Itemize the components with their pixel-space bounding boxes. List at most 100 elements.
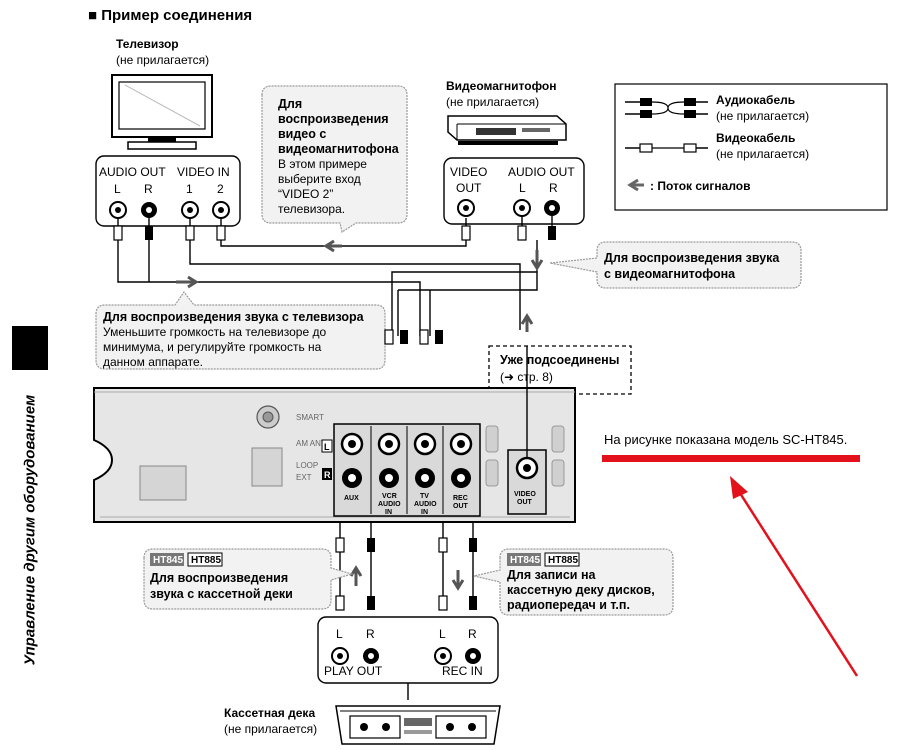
svg-text:HT885: HT885	[191, 555, 221, 566]
callout-tv-audio-body-3: данном аппарате.	[103, 355, 203, 369]
deck-terminal-panel: L R L R PLAY OUT REC IN	[317, 616, 499, 684]
tv-video-in-label: VIDEO IN	[177, 165, 230, 179]
panel-rec-label-1: REC	[453, 495, 468, 502]
already-connected-title: Уже подсоединены	[500, 353, 619, 367]
deck-icon	[335, 705, 501, 745]
deck-r2-label: R	[468, 627, 477, 641]
badge-ht885-play	[187, 552, 223, 567]
callout-vcr-video-body-2: выберите вход	[278, 172, 361, 186]
callout-vcr-audio: Для воспроизведения звука с видеомагнито…	[549, 241, 802, 289]
vcr-name: Видеомагнитофон	[446, 79, 557, 93]
panel-vcr-label-2: AUDIO	[378, 501, 401, 508]
tv-name: Телевизор	[116, 37, 179, 51]
callout-vcr-audio-line-2: с видеомагнитофона	[604, 267, 736, 281]
tv-l-label: L	[114, 182, 121, 196]
callout-deck-rec-line-3: радиопередач и т.п.	[507, 598, 630, 612]
legend-box: Аудиокабель (не прилагается) Видеокабель…	[614, 83, 888, 211]
jack-aux-l	[340, 432, 364, 456]
tv-note: (не прилагается)	[116, 53, 209, 67]
callout-deck-rec: HT845 HT885 Для записи на кассетную деку…	[473, 548, 674, 616]
badge-ht845-rec	[507, 553, 541, 566]
deck-play-out-label: PLAY OUT	[324, 664, 383, 678]
vcr-l-label: L	[519, 181, 526, 195]
deck-r1-label: R	[366, 627, 375, 641]
panel-tv-label-3: IN	[421, 509, 428, 516]
model-note: На рисунке показана модель SC-HT845.	[604, 432, 847, 447]
svg-text:SMART: SMART	[296, 413, 324, 422]
callout-vcr-video-title-1: Для	[278, 97, 302, 111]
tv-r-label: R	[144, 182, 153, 196]
legend-audio-note: (не прилагается)	[716, 109, 809, 123]
cable-plugs	[113, 225, 556, 611]
callout-vcr-audio-line-1: Для воспроизведения звука	[604, 251, 780, 265]
legend-video-note: (не прилагается)	[716, 147, 809, 161]
deck-l2-label: L	[439, 627, 446, 641]
svg-text:EXT: EXT	[296, 473, 312, 482]
svg-text:HT845: HT845	[153, 555, 183, 566]
deck-l1-label: L	[336, 627, 343, 641]
svg-text:HT885: HT885	[548, 555, 578, 566]
panel-vcr-label-3: IN	[385, 509, 392, 516]
vcr-icon	[447, 115, 567, 145]
callout-tv-audio: Для воспроизведения звука с телевизора У…	[95, 290, 386, 370]
legend-audio-cable: Аудиокабель	[716, 93, 795, 107]
badge-ht885-rec	[544, 552, 580, 567]
panel-video-label-1: VIDEO	[514, 491, 536, 498]
callout-vcr-video-title-4: видеомагнитофона	[278, 142, 400, 156]
panel-tv-label-2: AUDIO	[414, 501, 437, 508]
callout-vcr-video-body-4: телевизора.	[278, 202, 345, 216]
side-tab	[12, 326, 48, 370]
vcr-note: (не прилагается)	[446, 95, 539, 109]
video-cable-icon	[625, 143, 708, 153]
panel-rec-label-2: OUT	[453, 503, 469, 510]
jack-rec-l	[449, 432, 473, 456]
jack-aux-r	[342, 468, 362, 488]
panel-video-label-2: OUT	[517, 499, 533, 506]
callout-vcr-video-body-1: В этом примере	[278, 157, 367, 171]
deck-note: (не прилагается)	[224, 722, 317, 736]
audio-cable-icon	[625, 98, 708, 118]
callout-vcr-video: Для воспроизведения видео с видеомагнито…	[261, 85, 408, 233]
callout-deck-play-line-1: Для воспроизведения	[150, 571, 288, 585]
callout-vcr-video-title-3: видео с	[278, 127, 326, 141]
callout-tv-audio-body-1: Уменьшите громкость на телевизоре до	[103, 325, 326, 339]
panel-vcr-label-1: VCR	[382, 493, 397, 500]
legend-signal-flow: : Поток сигналов	[650, 179, 751, 193]
tv-audio-out-label: AUDIO OUT	[99, 165, 166, 179]
red-pointer-arrow	[730, 476, 859, 677]
svg-text:AM ANT: AM ANT	[296, 439, 326, 448]
jack-vcr-r	[379, 468, 399, 488]
signal-flow-arrow-icon	[627, 178, 644, 192]
callout-tv-audio-body-2: минимума, и регулируйте громкость на	[103, 340, 322, 354]
callout-vcr-video-title-2: воспроизведения	[278, 112, 389, 126]
deck-name: Кассетная дека	[224, 706, 315, 720]
deck-rec-in-label: REC IN	[442, 664, 483, 678]
panel-r-label: R	[324, 470, 331, 480]
tv-icon	[111, 74, 213, 150]
jack-vcr-l	[377, 432, 401, 456]
vcr-video-out-label-1: VIDEO	[450, 165, 487, 179]
model-underline	[602, 455, 860, 462]
jack-tv-r	[415, 468, 435, 488]
vcr-video-out-label-2: OUT	[456, 181, 482, 195]
legend-video-cable: Видеокабель	[716, 131, 795, 145]
signal-flow-arrows	[176, 239, 544, 591]
vcr-r-label: R	[549, 181, 558, 195]
svg-text:HT845: HT845	[510, 555, 540, 566]
section-title: ■ Пример соединения	[88, 7, 252, 24]
callout-deck-play-line-2: звука с кассетной деки	[150, 587, 293, 601]
panel-aux-label: AUX	[344, 495, 359, 502]
vcr-audio-out-label: AUDIO OUT	[508, 165, 575, 179]
panel-tv-label-1: TV	[420, 493, 429, 500]
badge-ht845-play	[150, 553, 184, 566]
tv-terminal-panel: AUDIO OUT VIDEO IN L R 1 2	[95, 155, 241, 227]
vcr-terminal-panel: VIDEO OUT AUDIO OUT L R	[443, 157, 585, 225]
callout-deck-rec-line-2: кассетную деку дисков,	[507, 583, 655, 597]
callout-tv-audio-title: Для воспроизведения звука с телевизора	[103, 310, 365, 324]
jack-tv-l	[413, 432, 437, 456]
tv-in1-label: 1	[186, 182, 193, 196]
svg-text:LOOP: LOOP	[296, 461, 318, 470]
panel-l-label: L	[324, 442, 330, 452]
